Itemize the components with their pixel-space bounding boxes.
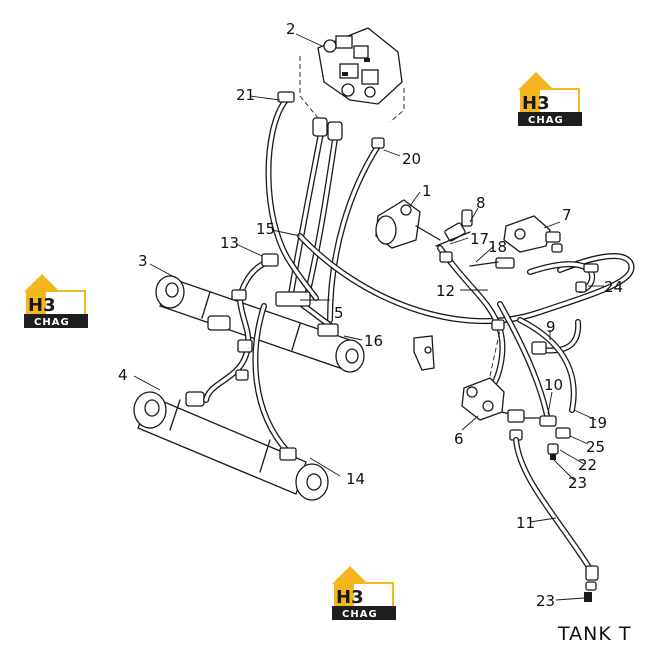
callout-19: 19 [588,414,607,432]
callout-18: 18 [488,238,507,256]
hose-21 [265,91,319,301]
callout-15: 15 [256,220,275,238]
steering-cylinder-3 [155,275,365,373]
callout-12: 12 [436,282,455,300]
callout-14: 14 [346,470,365,488]
fittings-8-17-18 [435,209,515,269]
callout-9: 9 [546,318,556,336]
callout-5: 5 [334,304,344,322]
watermark-mark: H3 [522,93,550,114]
callout-11: 11 [516,514,535,532]
callout-4: 4 [118,366,128,384]
callout-1: 1 [422,182,432,200]
callout-3: 3 [138,252,148,270]
leader-lines [133,33,604,601]
callout-23-lower: 23 [536,592,555,610]
valve-6 [461,329,505,421]
watermark-mark: H3 [336,587,364,608]
callout-16: 16 [364,332,383,350]
callout-20: 20 [402,150,421,168]
hose-15-return-loop [297,233,635,325]
tank-label: TANK T [557,623,631,645]
valve-7 [503,215,563,253]
cylinder-hoses [203,253,339,461]
callout-23-upper: 23 [568,474,587,492]
callouts: 2 21 20 1 8 7 17 18 13 15 3 12 24 5 9 16… [118,20,631,645]
callout-2: 2 [286,20,296,38]
hose-20 [327,137,385,323]
callout-17: 17 [470,230,489,248]
callout-25: 25 [586,438,605,456]
tee-fitting [501,409,541,441]
steering-cylinder-4 [133,391,329,501]
watermark-word: CHAG [34,317,70,328]
watermark-logo-top-right: H3 CHAG [518,72,582,126]
hoses-10-19 [497,301,577,460]
bracket [413,335,435,371]
hose-24 [527,261,599,293]
hose-9 [531,319,582,355]
callout-10: 10 [544,376,563,394]
callout-7: 7 [562,206,572,224]
priority-valve-1 [375,199,441,249]
hose-12 [437,245,506,395]
steering-valve-assembly [299,27,405,123]
callout-13: 13 [220,234,239,252]
callout-6: 6 [454,430,464,448]
callout-22: 22 [578,456,597,474]
watermark-word: CHAG [528,115,564,126]
watermark-logo-left: H3 CHAG [24,274,88,328]
callout-24: 24 [604,278,623,296]
watermark-mark: H3 [28,295,56,316]
callout-21: 21 [236,86,255,104]
watermark-word: CHAG [342,609,378,620]
callout-8: 8 [476,194,486,212]
main-hose-bundle [287,117,343,303]
hose-11 [513,437,599,602]
watermark-logo-bottom: H3 CHAG [332,566,396,620]
